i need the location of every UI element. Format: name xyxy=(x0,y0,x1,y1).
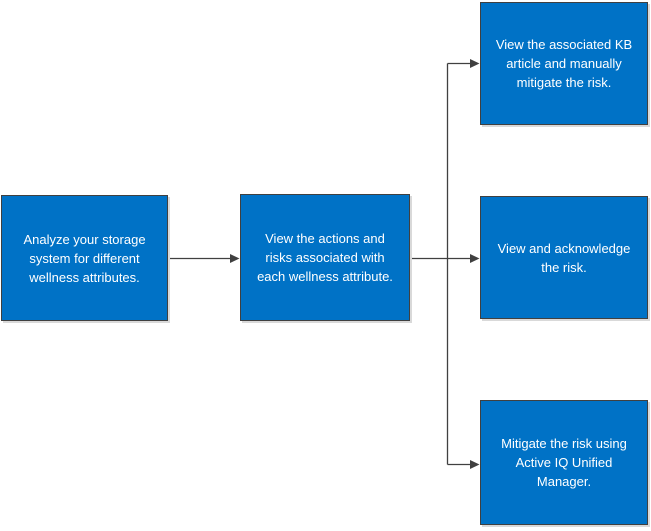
node-label-view-actions-risks: View the actions and risks associated wi… xyxy=(257,231,393,284)
connector-arrowhead xyxy=(470,59,480,68)
node-label-mitigate-unified-manager: Mitigate the risk using Active IQ Unifie… xyxy=(501,436,627,489)
node-label-view-acknowledge-risk: View and acknowledge the risk. xyxy=(497,240,631,275)
connector-arrowhead xyxy=(470,460,480,469)
node-label-analyze-storage: Analyze your storage system for differen… xyxy=(23,231,146,285)
connector-arrowhead xyxy=(230,254,240,263)
connector-arrowhead xyxy=(470,254,480,263)
node-analyze-storage: Analyze your storage system for differen… xyxy=(1,195,168,321)
node-mitigate-unified-manager: Mitigate the risk using Active IQ Unifie… xyxy=(480,400,648,525)
node-view-acknowledge-risk: View and acknowledge the risk. xyxy=(480,196,648,319)
node-view-actions-risks: View the actions and risks associated wi… xyxy=(240,194,410,321)
node-view-kb-article: View the associated KB article and manua… xyxy=(480,2,648,125)
node-label-view-kb-article: View the associated KB article and manua… xyxy=(495,37,633,90)
